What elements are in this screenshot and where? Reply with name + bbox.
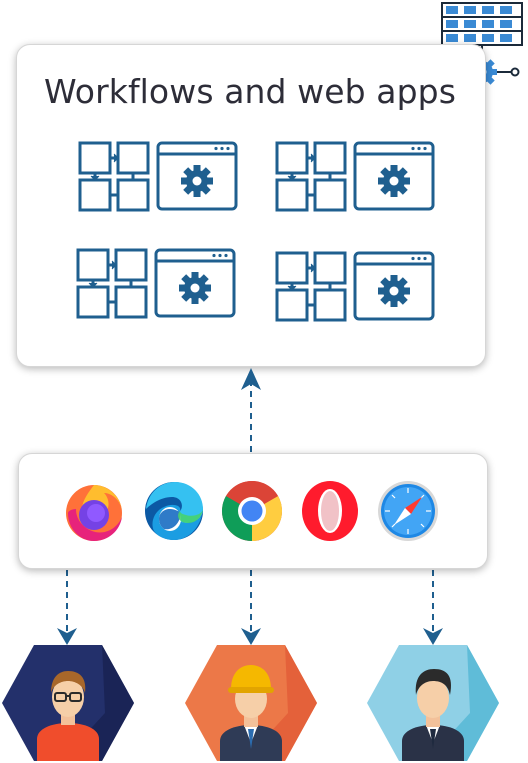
arrowhead-up xyxy=(241,368,261,390)
app-window-gear-icon xyxy=(353,251,435,321)
chrome-icon xyxy=(221,480,283,541)
workflow-app-tile xyxy=(76,248,236,319)
user-glasses-avatar-icon xyxy=(2,645,134,761)
workflow-grid-icon xyxy=(78,141,150,212)
app-window-gear-icon xyxy=(156,141,238,211)
workflow-grid-icon xyxy=(76,248,148,319)
workflow-app-tile xyxy=(78,141,238,212)
workflow-app-tile xyxy=(275,141,435,212)
workflows-panel xyxy=(16,44,486,367)
app-window-gear-icon xyxy=(154,248,236,318)
firefox-icon xyxy=(66,485,122,541)
workflow-app-tile xyxy=(275,251,435,322)
user-hardhat-avatar-icon xyxy=(185,645,317,761)
opera-icon xyxy=(302,481,358,541)
safari-icon xyxy=(378,481,438,541)
workflow-grid-icon xyxy=(275,141,347,212)
app-window-gear-icon xyxy=(353,141,435,211)
panel-title: Workflows and web apps xyxy=(43,72,457,111)
edge-icon xyxy=(145,482,203,540)
workflow-grid-icon xyxy=(275,251,347,322)
user-business-avatar-icon xyxy=(367,645,499,761)
